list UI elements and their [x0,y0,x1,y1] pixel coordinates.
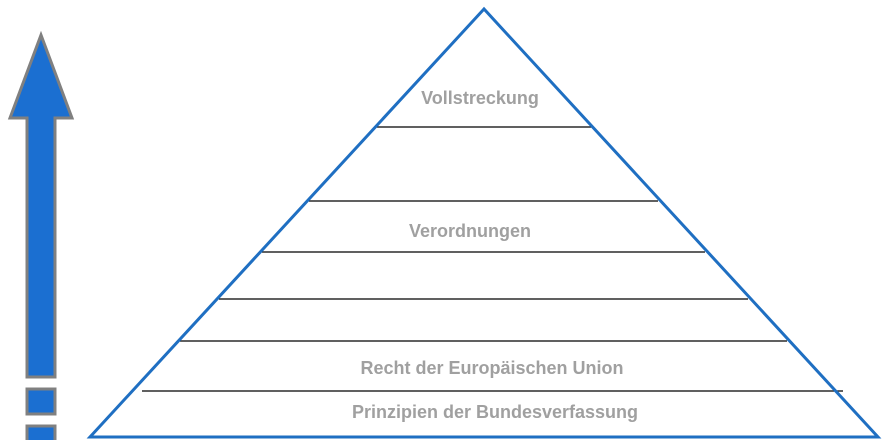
pyramid-outline [86,6,882,439]
level-label: Prinzipien der Bundesverfassung [352,402,638,422]
pyramid: Vollstreckung Verordnungen Recht der Eur… [86,6,882,439]
arrow-dash-segment [25,424,57,440]
level-label: Verordnungen [409,221,531,241]
level-label: Vollstreckung [421,88,539,108]
arrow-shaft-and-head [7,30,75,379]
arrow-dash-segment [25,387,57,416]
hierarchy-arrow [7,30,75,440]
level-label: Recht der Europäischen Union [360,358,623,378]
